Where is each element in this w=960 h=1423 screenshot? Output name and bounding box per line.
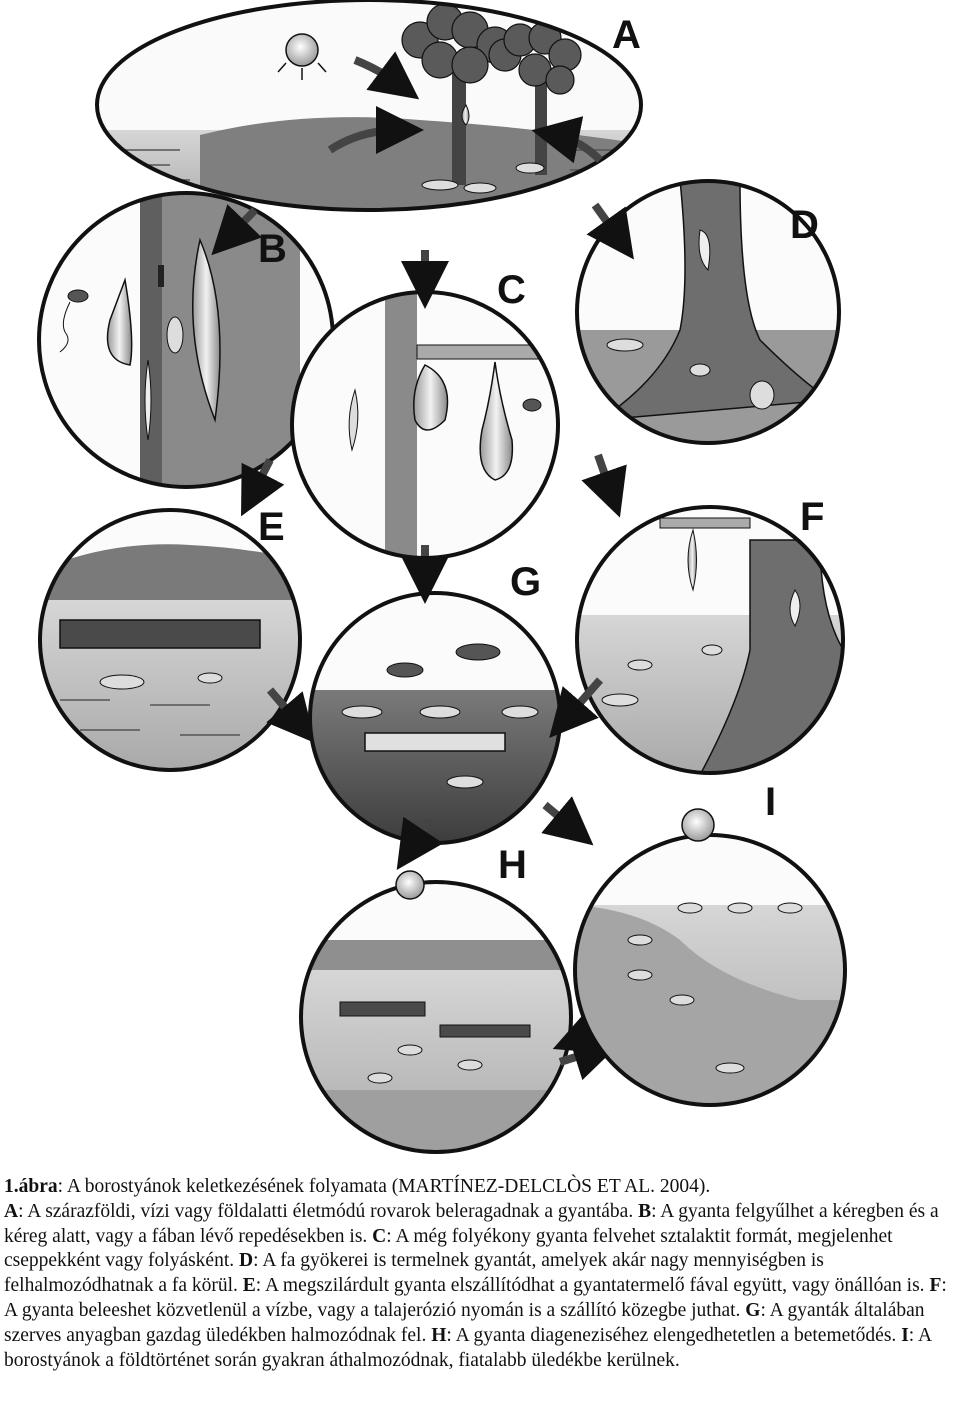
caption-letter-d: D (239, 1250, 254, 1272)
caption-text-c: : A még folyékony gyanta felvehet sztala… (4, 1225, 893, 1272)
panel-letter-a: A (612, 13, 641, 57)
panel-d: D (575, 179, 841, 445)
panel-letter-f: F (800, 495, 824, 539)
panel-letter-d: D (790, 203, 819, 247)
panel-letter-h: H (498, 843, 527, 887)
panel-h: H (299, 843, 621, 1154)
panel-letter-b: B (258, 227, 287, 271)
citation-end: ). (698, 1176, 711, 1197)
caption-text-a: : A szárazföldi, vízi vagy földalatti él… (18, 1200, 639, 1222)
caption-letter-c: C (372, 1225, 387, 1247)
caption-text-i: : A borostyánok a földtörténet során gya… (4, 1324, 932, 1371)
caption-text-h: : A gyanta diageneziséhez elengedhetetle… (446, 1324, 902, 1346)
caption-letter-g: G (745, 1299, 761, 1321)
panel-e: E (38, 458, 316, 772)
panel-letter-i: I (765, 780, 776, 824)
figure-caption: 1.ábra: A borostyánok keletkezésének fol… (4, 1175, 956, 1373)
panel-b: B (37, 191, 335, 489)
caption-letter-b: B (638, 1200, 652, 1222)
panel-f: F (575, 453, 845, 775)
panel-g: G (308, 545, 604, 870)
caption-text-d: : A fa gyökerei is termelnek gyantát, am… (4, 1250, 824, 1297)
caption-letter-a: A (4, 1200, 19, 1222)
caption-text-b: : A gyanta felgyűlhet a kéregben és a ké… (4, 1200, 939, 1247)
caption-letter-h: H (431, 1324, 447, 1346)
panel-c: C (290, 250, 560, 560)
amber-formation-diagram: A B C (37, 0, 847, 1154)
panel-i: I (573, 780, 847, 1107)
figure-label: 1.ábra (4, 1176, 58, 1197)
figure-title: : A borostyánok keletkezésének folyamata… (57, 1176, 399, 1197)
caption-letter-i: I (901, 1324, 909, 1346)
caption-text-g: : A gyanták általában szerves anyagban g… (4, 1299, 925, 1346)
panel-letter-g: G (510, 560, 541, 604)
caption-text-e: : A megszilárdult gyanta elszállítódhat … (255, 1275, 930, 1297)
panel-a: A (95, 0, 643, 212)
caption-letter-e: E (242, 1275, 256, 1297)
caption-letter-f: F (929, 1275, 942, 1297)
citation: MARTÍNEZ-DELCLÒS ET AL. 2004 (398, 1176, 699, 1197)
caption-text-f: : A gyanta beleeshet közvetlenül a vízbe… (4, 1275, 947, 1321)
panel-letter-e: E (258, 505, 285, 549)
panel-letter-c: C (497, 268, 526, 312)
